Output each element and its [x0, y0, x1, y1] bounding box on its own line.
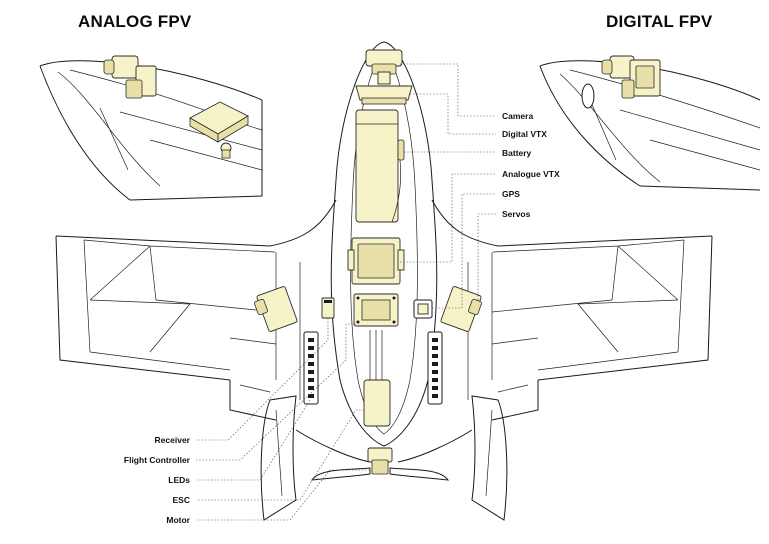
label-receiver: Receiver	[155, 435, 191, 445]
gps-component	[413, 299, 433, 319]
esc-component	[363, 330, 391, 427]
leader-lines-right	[400, 63, 496, 309]
left-led-strip	[303, 331, 319, 405]
leader-lines-left	[196, 318, 370, 521]
left-servo	[254, 286, 298, 332]
analog-vtx	[189, 101, 249, 159]
right-servo	[440, 286, 482, 332]
label-servos: Servos	[502, 209, 531, 219]
label-motor: Motor	[166, 515, 190, 525]
digital-fpv-inset	[539, 55, 761, 191]
label-battery: Battery	[502, 148, 532, 158]
label-esc: ESC	[173, 495, 190, 505]
label-camera: Camera	[502, 111, 533, 121]
label-analogue-vtx: Analogue VTX	[502, 169, 560, 179]
analog-fpv-title: ANALOG FPV	[78, 12, 192, 31]
flight-controller-component	[353, 293, 399, 327]
digital-fpv-title: DIGITAL FPV	[606, 12, 713, 31]
right-led-strip	[427, 331, 443, 405]
label-leds: LEDs	[168, 475, 190, 485]
digital-camera-vtx	[581, 55, 661, 109]
plane-outline	[55, 41, 713, 521]
receiver-component	[321, 297, 335, 319]
analog-fpv-inset	[39, 55, 263, 201]
camera-component	[365, 49, 403, 85]
motor-component	[310, 447, 450, 481]
analogue-vtx-component	[347, 237, 405, 285]
digital-vtx-component	[355, 85, 413, 105]
label-flight-controller: Flight Controller	[124, 455, 191, 465]
label-gps: GPS	[502, 189, 520, 199]
analog-camera	[103, 55, 157, 99]
label-digital-vtx: Digital VTX	[502, 129, 547, 139]
battery-component	[355, 109, 405, 223]
